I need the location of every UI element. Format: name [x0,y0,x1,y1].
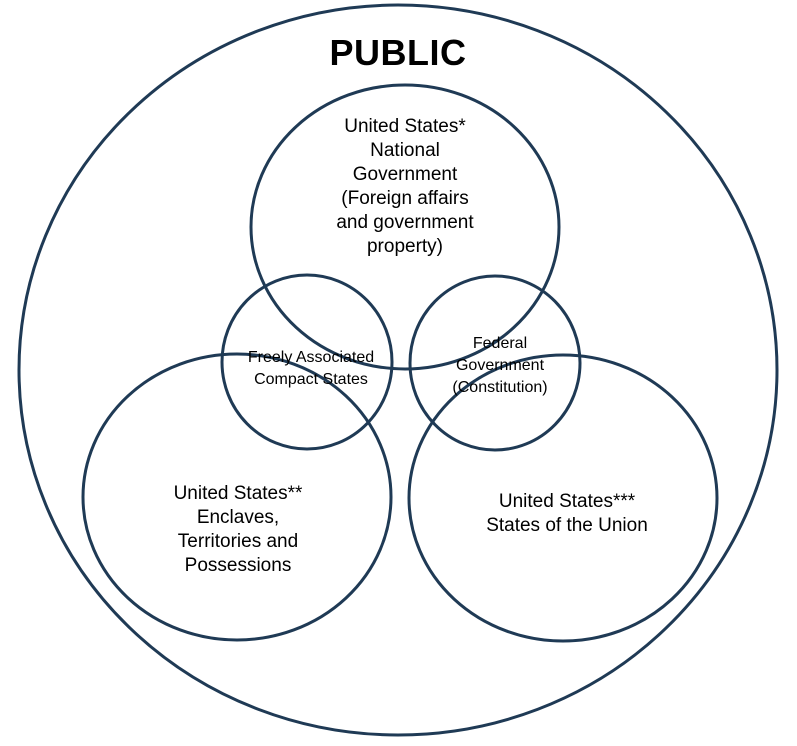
enclaves-line-2: Enclaves, [196,507,280,528]
enclaves-line-4: Possessions [184,555,292,576]
freely-associated-circle [220,273,394,451]
national-government-label: United States* National Government (Fore… [305,115,505,259]
states-line-2: States of the Union [486,515,648,536]
states-line-1: United States*** [498,491,636,512]
national-line-1: United States* [344,116,466,137]
freely-line-1: Freely Associated [247,349,375,366]
national-line-2: National [370,140,440,161]
national-line-5: and government [336,212,474,233]
federal-line-1: Federal [472,335,528,352]
states-of-union-label: United States*** States of the Union [457,490,677,538]
national-government-circle [249,83,561,371]
federal-line-3: (Constitution) [452,379,548,396]
public-title: PUBLIC [329,32,467,73]
freely-line-2: Compact States [254,371,368,388]
national-line-4: (Foreign affairs [341,188,469,209]
enclaves-territories-label: United States** Enclaves, Territories an… [138,482,338,578]
federal-government-label: Federal Government (Constitution) [425,333,575,399]
states-of-union-circle [407,353,719,643]
enclaves-line-3: Territories and [177,531,299,552]
federal-line-2: Government [455,357,545,374]
national-line-6: property) [366,236,444,257]
federal-government-circle [408,274,582,452]
enclaves-line-1: United States** [173,483,303,504]
public-outer-circle [17,3,779,737]
enclaves-territories-circle [81,352,393,642]
national-line-3: Government [352,164,458,185]
freely-associated-label: Freely Associated Compact States [226,347,396,391]
